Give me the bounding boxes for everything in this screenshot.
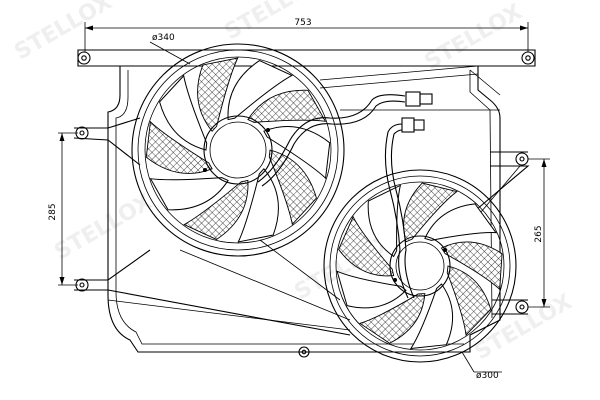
fan-large-blade [227,59,293,121]
wiring-harness [257,91,433,299]
connector-lower [401,117,415,133]
fan-small-blade [424,203,498,241]
fan-large-blade [237,168,279,243]
fan-large-blade [159,74,208,151]
fan-small-blade [367,184,402,258]
large-diameter-label: ø340 [152,33,175,43]
overall-width-label: 753 [294,18,311,28]
fan-small-blades [336,182,503,350]
svg-text:STELLOX: STELLOX [421,0,527,75]
fan-small-blade [358,293,426,344]
fan-large-blade [247,89,327,123]
connector-upper [405,91,421,107]
fan-small-blade [336,270,407,309]
fan-small-blade [403,182,458,243]
fan-small-blade [446,265,492,337]
fan-small [323,169,517,363]
fan-small-blade [409,283,454,350]
dimension-small-diameter: ø300 [461,351,502,381]
svg-text:STELLOX: STELLOX [51,190,157,266]
dimension-overall-width: 753 [84,18,529,52]
small-diameter-label: ø300 [476,371,499,381]
dimension-large-diameter: ø340 [149,33,191,65]
fan-large-blade [268,149,317,226]
fan-small-blade [338,215,395,277]
dimension-left-height: 285 [48,132,78,286]
fan-large [131,43,345,257]
fan-large-blade [145,120,213,174]
fan-large-blades [145,57,331,243]
fan-large-blade [197,57,239,132]
mounting-brackets [73,65,530,336]
right-height-label: 265 [534,225,544,242]
fan-small-blade [440,241,503,291]
dimension-right-height: 265 [528,158,550,308]
fan-large-blade [183,179,249,240]
svg-text:STELLOX: STELLOX [11,0,117,65]
fan-large-blade [149,177,229,211]
left-height-label: 285 [48,203,58,220]
